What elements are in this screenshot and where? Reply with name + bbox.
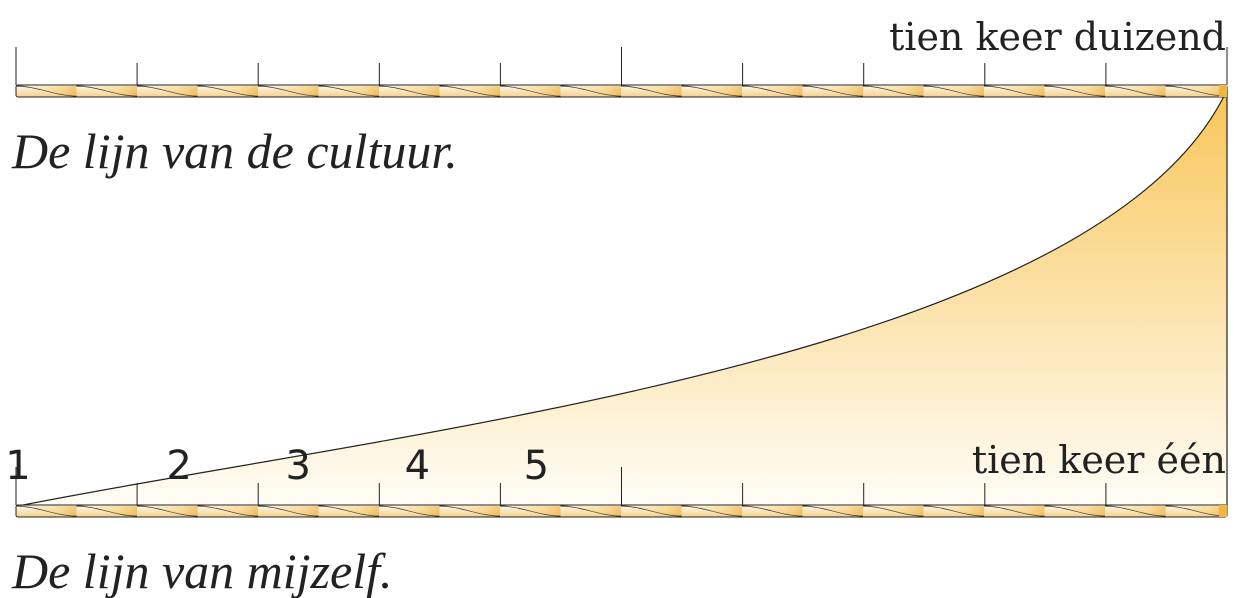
bottom-line-end-label: tien keer één [972, 438, 1226, 482]
top-line-caption: De lijn van de cultuur. [11, 123, 458, 179]
expansion-area [18, 90, 1227, 506]
rope-strand-shade [439, 86, 500, 96]
rope-strand-shade [923, 86, 984, 96]
rope-strand-shade [76, 86, 137, 96]
rope-strand-shade [1044, 506, 1105, 516]
rope-strand-shade [1165, 506, 1226, 516]
rope-strand-shade [984, 86, 1045, 96]
rope-strand-shade [500, 506, 561, 516]
rope-strand-shade [318, 506, 379, 516]
rope-strand-shade [923, 506, 984, 516]
rope-strand-shade [1165, 86, 1226, 96]
rope-strand-shade [318, 86, 379, 96]
rope-strand-shade [802, 86, 863, 96]
rope-strand-shade [137, 86, 198, 96]
timeline-number: 4 [405, 443, 430, 489]
rope-strand-shade [1044, 86, 1105, 96]
rope-strand-shade [863, 506, 924, 516]
rope-strand-shade [379, 86, 440, 96]
bottom-line-numbers: 1 2 3 4 5 [5, 443, 549, 489]
rope-strand-shade [621, 86, 682, 96]
timeline-number: 1 [5, 443, 30, 489]
rope-strand-shade [197, 86, 258, 96]
rope-strand-shade [76, 506, 137, 516]
rope-strand-shade [137, 506, 198, 516]
expansion-curve [17, 89, 1228, 507]
rope-strand-shade [681, 506, 742, 516]
rope-strand-shade [258, 86, 319, 96]
rope-strand-shade [742, 86, 803, 96]
rope-strand-shade [742, 506, 803, 516]
rope-strand-shade [560, 86, 621, 96]
timeline-number: 3 [285, 443, 310, 489]
rope-strand-shade [802, 506, 863, 516]
rope-end-cap [1219, 505, 1227, 517]
timeline-number: 2 [166, 443, 191, 489]
rope-strand-shade [500, 86, 561, 96]
rope-strand-shade [1105, 86, 1166, 96]
rope-strand-shade [16, 506, 77, 516]
bottom-rope-line [15, 467, 1228, 518]
rope-strand-shade [621, 506, 682, 516]
rope-strand-shade [379, 506, 440, 516]
rope-strand-shade [197, 506, 258, 516]
rope-body [15, 84, 1228, 98]
rope-strand-shade [16, 86, 77, 96]
rope-strand-shade [560, 506, 621, 516]
rope-strand-shade [984, 506, 1045, 516]
rope-end-cap [1219, 85, 1227, 97]
top-rope-line [15, 47, 1228, 98]
bottom-line-caption: De lijn van mijzelf. [11, 543, 393, 598]
rope-strand-shade [439, 506, 500, 516]
rope-strand-shade [1105, 506, 1166, 516]
rope-body [15, 504, 1228, 518]
rope-strand-shade [681, 86, 742, 96]
rope-strand-shade [863, 86, 924, 96]
timeline-number: 5 [524, 443, 549, 489]
top-line-end-label: tien keer duizend [889, 15, 1226, 59]
rope-strand-shade [258, 506, 319, 516]
